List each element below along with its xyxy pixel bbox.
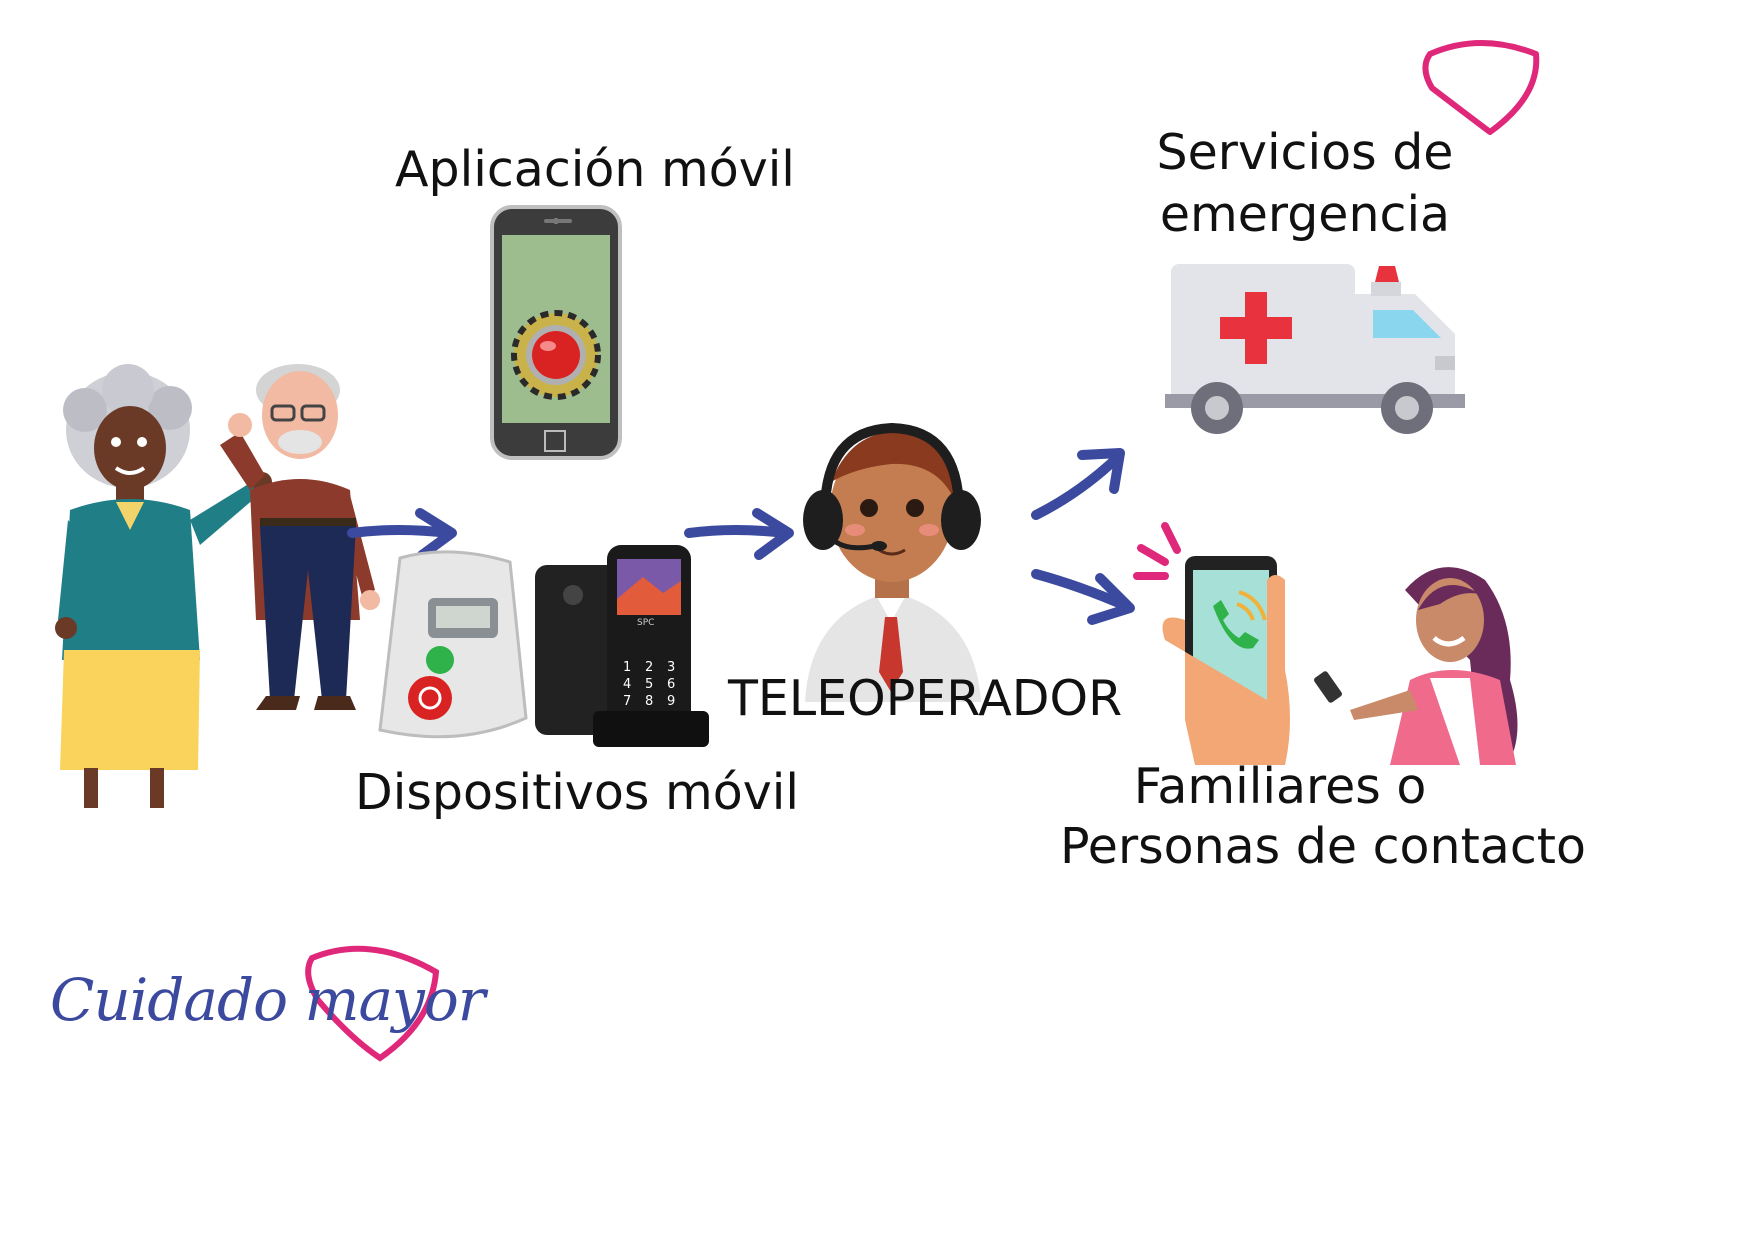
woman-with-phone-illustration xyxy=(1314,567,1518,765)
label-teleoperador: TELEOPERADOR xyxy=(728,670,1123,727)
senior-mobile-phone: 1 2 3 4 5 6 7 8 9 * 0 # SPC xyxy=(535,545,709,747)
elderly-couple-illustration xyxy=(55,364,380,808)
label-app-movil: Aplicación móvil xyxy=(395,141,795,198)
logo-heart-mark xyxy=(305,945,440,1062)
svg-text:3: 3 xyxy=(667,660,675,675)
green-call-icon xyxy=(426,646,454,674)
logo: Cuidado mayor xyxy=(50,938,485,1068)
svg-text:1: 1 xyxy=(623,660,631,675)
ambulance-icon xyxy=(1165,264,1465,434)
alarm-pendant-device xyxy=(378,550,528,739)
logo-text: Cuidado mayor xyxy=(50,966,485,1034)
red-alarm-button-icon xyxy=(408,676,452,720)
svg-text:9: 9 xyxy=(667,694,675,709)
label-servicios-line2: emergencia xyxy=(1159,186,1451,243)
arrow-person-to-devices xyxy=(347,508,457,560)
smartphone-panic-app-illustration xyxy=(490,205,622,460)
svg-text:6: 6 xyxy=(667,677,675,692)
hand-phone-call-illustration xyxy=(1133,522,1290,765)
label-servicios-line1: Servicios de xyxy=(1156,124,1454,181)
svg-text:7: 7 xyxy=(623,694,631,709)
elderly-man-figure xyxy=(220,364,380,710)
brand-heart-mark-top xyxy=(1422,40,1540,135)
svg-text:8: 8 xyxy=(645,694,653,709)
svg-text:4: 4 xyxy=(623,677,631,692)
svg-text:2: 2 xyxy=(645,660,653,675)
svg-text:5: 5 xyxy=(645,677,653,692)
phone-brand: SPC xyxy=(637,618,654,628)
small-phone-icon xyxy=(1314,671,1342,703)
headset-icon xyxy=(803,422,981,551)
phone-call-icon xyxy=(1213,600,1259,649)
label-dispositivos: Dispositivos móvil xyxy=(355,764,799,821)
arrow-operator-to-family xyxy=(1031,569,1135,625)
teleoperator-illustration xyxy=(803,422,981,702)
arrow-devices-to-operator xyxy=(684,508,794,560)
arrow-operator-to-emergency xyxy=(1031,448,1125,520)
label-familiares-line2: Personas de contacto xyxy=(1060,818,1586,875)
elderly-woman-figure xyxy=(55,364,272,808)
label-familiares-line1: Familiares o xyxy=(1133,758,1427,815)
